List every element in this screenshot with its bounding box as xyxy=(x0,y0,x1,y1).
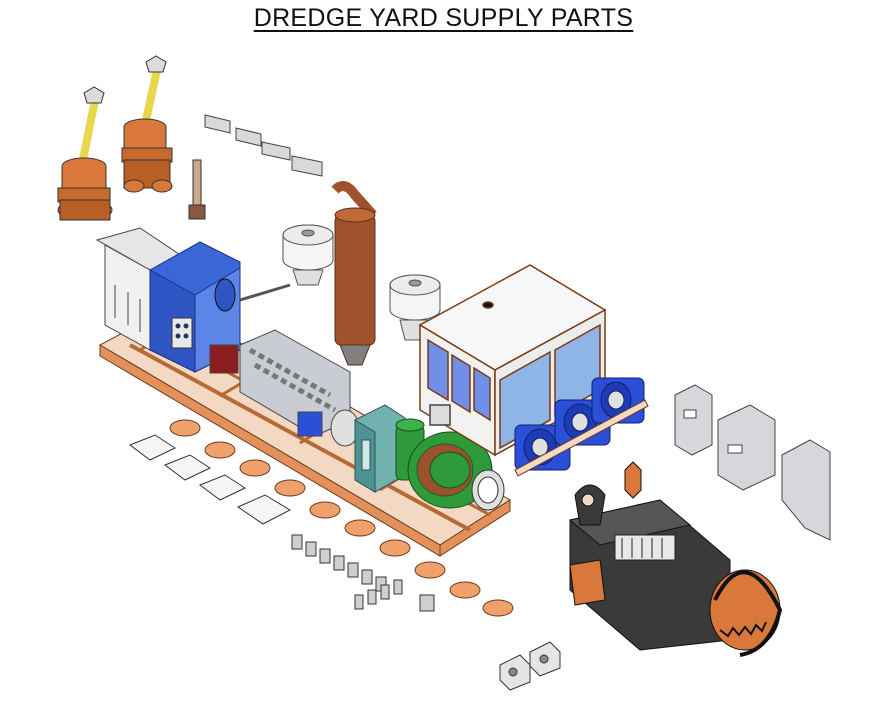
spud-assembly-right xyxy=(121,55,173,193)
diagram-title: DREDGE YARD SUPPLY PARTS xyxy=(253,4,634,32)
air-filter-1 xyxy=(282,224,334,286)
clamp-blocks xyxy=(291,534,435,612)
hydraulic-power-unit xyxy=(149,241,291,373)
diesel-engine xyxy=(209,329,360,447)
exhaust-stack xyxy=(331,181,377,366)
electrical-switchgear xyxy=(95,227,187,351)
inspection-covers xyxy=(128,434,292,525)
winch-set xyxy=(514,377,649,477)
vent-pipe xyxy=(188,159,206,220)
gearbox xyxy=(354,404,406,493)
dredge-pump xyxy=(395,418,505,511)
cutter-ladder-assembly xyxy=(568,461,783,657)
bearing-brackets xyxy=(499,641,561,691)
air-filter-2 xyxy=(389,274,441,341)
flange-plates xyxy=(169,419,514,617)
clamp-plates-top xyxy=(204,114,323,177)
wear-plates xyxy=(674,384,831,541)
spud-assembly-left xyxy=(57,86,113,221)
